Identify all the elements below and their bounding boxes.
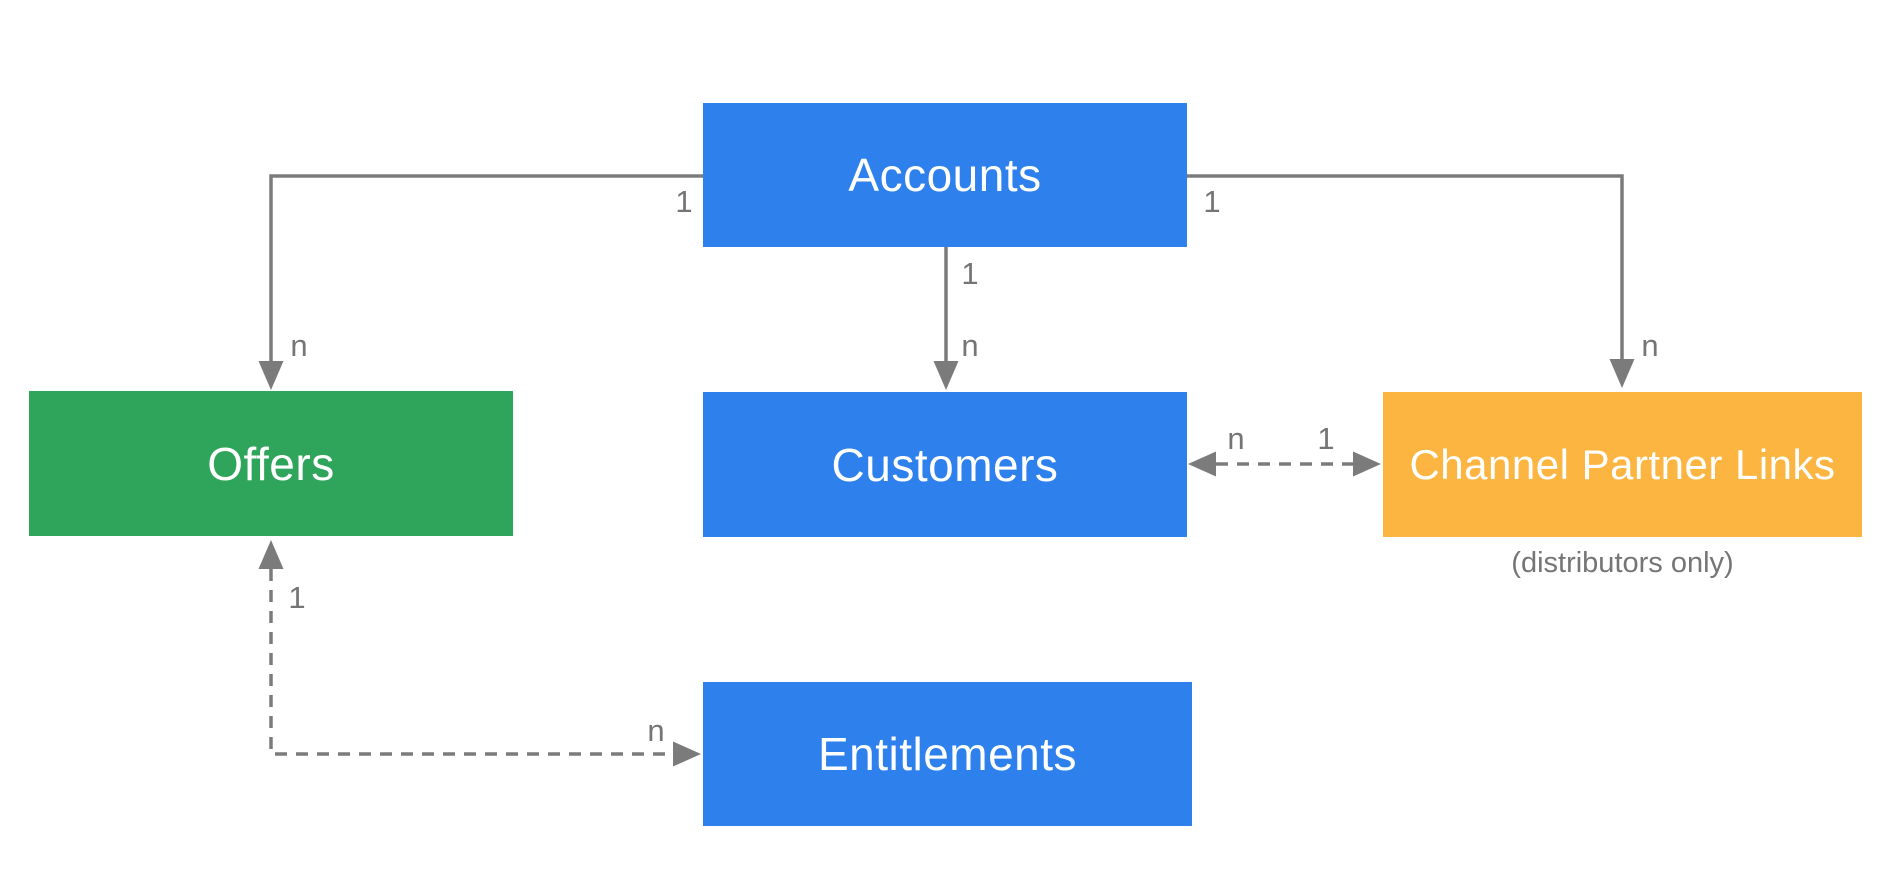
edge-accounts-channel-partner-links-arrowhead-icon [1609, 359, 1635, 388]
edge-offers-entitlements-to-cardinality: n [647, 713, 664, 748]
edge-accounts-channel-partner-links-from-cardinality: 1 [1203, 184, 1220, 219]
node-channel-partner-links-label: Channel Partner Links [1409, 440, 1836, 488]
edge-offers-entitlements-line [269, 569, 673, 756]
node-entitlements-label: Entitlements [817, 728, 1078, 780]
edge-offers-entitlements-up-arrowhead-icon [258, 540, 284, 569]
node-accounts: Accounts [703, 103, 1187, 247]
edge-accounts-offers-arrowhead-icon [258, 361, 284, 390]
node-offers-label: Offers [207, 437, 335, 490]
edge-offers-entitlements-from-cardinality: 1 [288, 580, 305, 615]
node-channel-partner-links: Channel Partner Links [1383, 392, 1862, 537]
node-customers-label: Customers [831, 438, 1059, 491]
node-entitlements: Entitlements [703, 682, 1192, 826]
edge-customers-channel-partner-links-left-arrowhead-icon [1188, 451, 1216, 477]
node-accounts-label: Accounts [848, 149, 1042, 201]
node-channel-partner-links-caption: (distributors only) [1511, 547, 1734, 579]
edge-accounts-customers-to-cardinality: n [961, 328, 978, 363]
edge-accounts-channel-partner-links-line [1186, 174, 1624, 359]
node-customers: Customers [703, 392, 1187, 537]
edge-customers-channel-partner-links-from-cardinality: n [1227, 421, 1244, 456]
node-offers: Offers [29, 391, 513, 536]
edge-accounts-offers-line [269, 174, 703, 361]
edge-accounts-offers-from-cardinality: 1 [675, 184, 692, 219]
edge-accounts-offers-to-cardinality: n [290, 328, 307, 363]
edge-accounts-customers-from-cardinality: 1 [961, 256, 978, 291]
edge-offers-entitlements-right-arrowhead-icon [673, 741, 701, 767]
edge-customers-channel-partner-links-right-arrowhead-icon [1353, 451, 1381, 477]
edge-accounts-customers-arrowhead-icon [933, 361, 959, 390]
edge-accounts-channel-partner-links-to-cardinality: n [1641, 328, 1658, 363]
edge-customers-channel-partner-links-to-cardinality: 1 [1317, 421, 1334, 456]
